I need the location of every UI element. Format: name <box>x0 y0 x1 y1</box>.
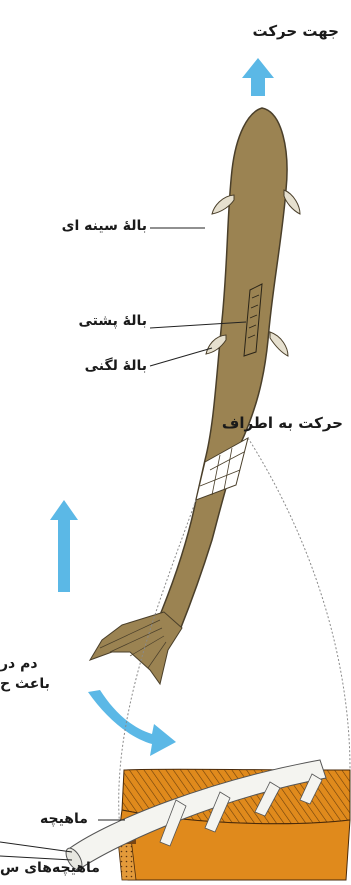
tail-label-line2: باعث ح <box>0 676 50 692</box>
side-arrow-up <box>50 500 78 592</box>
fish-tail <box>90 612 182 684</box>
fish-body <box>154 108 287 630</box>
tail-label-line1: دم در <box>0 656 38 672</box>
direction-arrow-up <box>242 58 274 96</box>
muscle-label: ماهیچه <box>40 811 88 827</box>
dorsal-fin-label: بالهٔ پشتی <box>78 313 147 329</box>
muscles-bottom-label: ماهیچه‌های س <box>0 860 100 876</box>
pectoral-fin-label: بالهٔ سینه ای <box>62 218 147 234</box>
pelvic-fin-label: بالهٔ لگنی <box>85 358 147 374</box>
movement-direction-label: جهت حرکت <box>252 22 339 40</box>
side-movement-label: حرکت به اطراف <box>222 414 343 432</box>
curved-arrow <box>88 690 176 756</box>
